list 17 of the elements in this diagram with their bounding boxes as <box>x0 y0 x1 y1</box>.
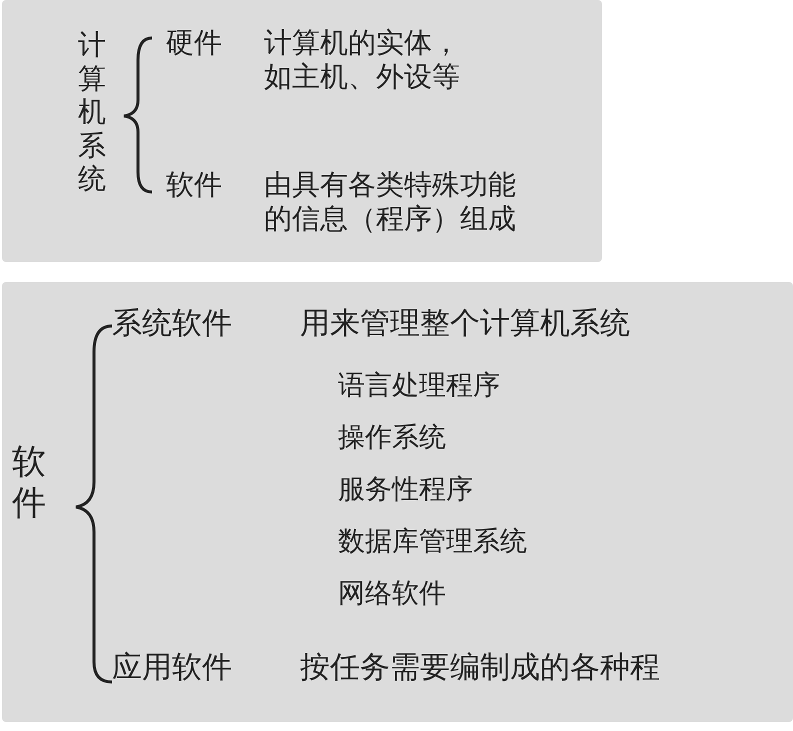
list-item: 数据库管理系统 <box>338 526 527 558</box>
description: 由具有各类特殊功能的信息（程序）组成 <box>264 168 517 236</box>
panel <box>2 0 602 262</box>
category-label: 软件 <box>166 168 222 202</box>
description: 按任务需要编制成的各种程 <box>300 650 660 686</box>
list-item: 操作系统 <box>338 422 446 454</box>
heading: 软件 <box>12 442 47 524</box>
vertical-heading: 计算机系统 <box>78 28 107 196</box>
description: 计算机的实体，如主机、外设等 <box>264 26 461 94</box>
panel <box>2 282 793 722</box>
category-label: 系统软件 <box>112 306 232 342</box>
list-item: 服务性程序 <box>338 474 473 506</box>
list-item: 网络软件 <box>338 578 446 610</box>
description: 用来管理整个计算机系统 <box>300 306 630 342</box>
category-label: 硬件 <box>166 26 222 60</box>
list-item: 语言处理程序 <box>338 370 500 402</box>
category-label: 应用软件 <box>112 650 232 686</box>
